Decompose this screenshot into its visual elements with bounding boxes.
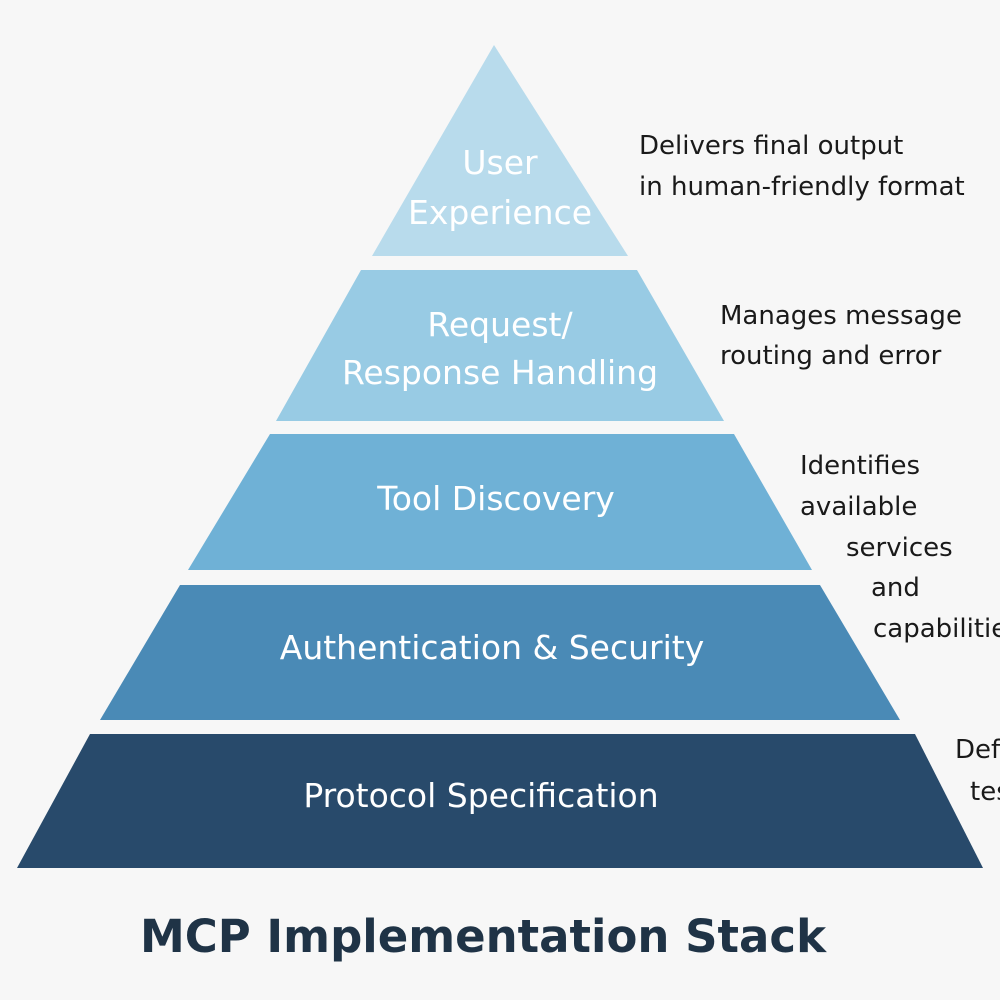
tier-tool-discovery [188, 434, 812, 570]
diagram-title: MCP Implementation Stack [140, 910, 827, 963]
annotations: Delivers final output in human-friendly … [639, 131, 1000, 807]
annotation-tool-line-1: Identifies [800, 451, 920, 481]
annotation-tool-line-3: services [846, 533, 953, 563]
tier-user-experience [372, 45, 628, 256]
annotation-request-line-2: routing and error [720, 341, 942, 371]
tier-labels: User Experience Request/ Response Handli… [280, 143, 704, 815]
tier-label-user-line-2: Experience [408, 193, 592, 232]
annotation-tool-line-2: available [800, 492, 917, 522]
tier-label-tool-discovery: Tool Discovery [376, 479, 615, 518]
tier-authentication-security [100, 585, 900, 720]
annotation-request-line-1: Manages message [720, 301, 962, 331]
pyramid-tiers [17, 45, 983, 868]
annotation-user-experience-line-1: Delivers final output [639, 131, 903, 161]
tier-label-request-line-2: Response Handling [342, 353, 658, 392]
annotation-protocol-line-1: Defi [955, 735, 1000, 765]
annotation-user-experience-line-2: in human-friendly format [639, 172, 965, 202]
annotation-tool-line-5: capabilitie [873, 614, 1000, 644]
tier-label-protocol: Protocol Specification [303, 776, 658, 815]
annotation-protocol-line-2: tes [970, 777, 1000, 807]
annotation-tool-line-4: and [871, 573, 920, 603]
tier-label-user-line-1: User [462, 143, 538, 182]
tier-protocol-specification [17, 734, 983, 868]
tier-label-authentication: Authentication & Security [280, 628, 704, 667]
tier-label-request-line-1: Request/ [427, 305, 573, 344]
tier-request-response-handling [276, 270, 724, 421]
